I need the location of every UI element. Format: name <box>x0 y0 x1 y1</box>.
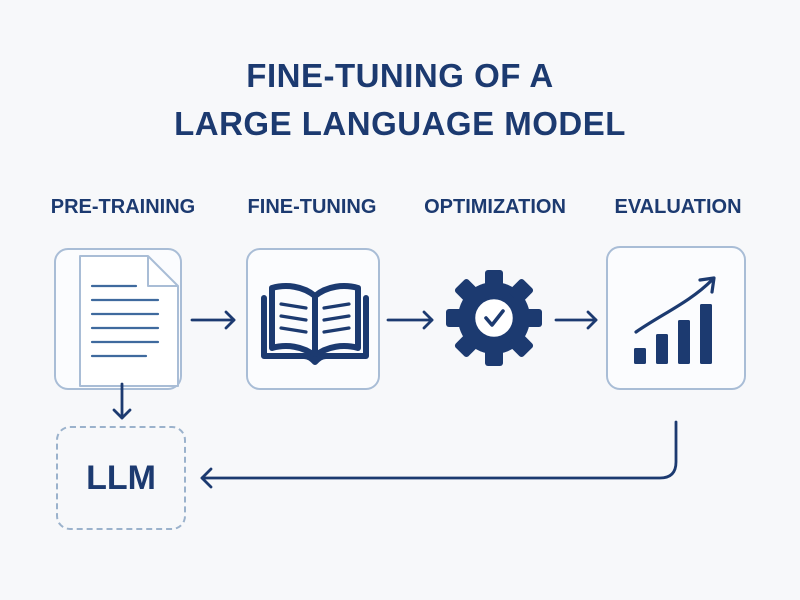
open-book-icon <box>261 283 369 365</box>
arrow-right-icon <box>554 310 598 330</box>
title-line-1: FINE-TUNING OF A <box>246 57 554 94</box>
feedback-arrow-icon <box>200 420 678 489</box>
step-box-fine-tuning <box>246 248 380 390</box>
gear-check-icon <box>446 270 542 366</box>
diagram-title: FINE-TUNING OF A LARGE LANGUAGE MODEL <box>0 52 800 148</box>
title-line-2: LARGE LANGUAGE MODEL <box>174 105 626 142</box>
llm-label: LLM <box>86 458 156 497</box>
step-label-pre-training: PRE-TRAINING <box>50 196 196 218</box>
step-label-fine-tuning: FINE-TUNING <box>247 196 377 218</box>
step-box-evaluation <box>606 246 746 390</box>
llm-output-box: LLM <box>56 426 186 530</box>
step-label-optimization: OPTIMIZATION <box>424 196 566 218</box>
step-label-evaluation: EVALUATION <box>614 196 742 218</box>
step-box-pre-training <box>54 248 182 390</box>
arrow-right-icon <box>190 310 236 330</box>
document-icon <box>79 255 179 387</box>
growth-chart-icon <box>634 276 716 364</box>
arrow-down-icon <box>112 382 132 420</box>
arrow-right-icon <box>386 310 434 330</box>
